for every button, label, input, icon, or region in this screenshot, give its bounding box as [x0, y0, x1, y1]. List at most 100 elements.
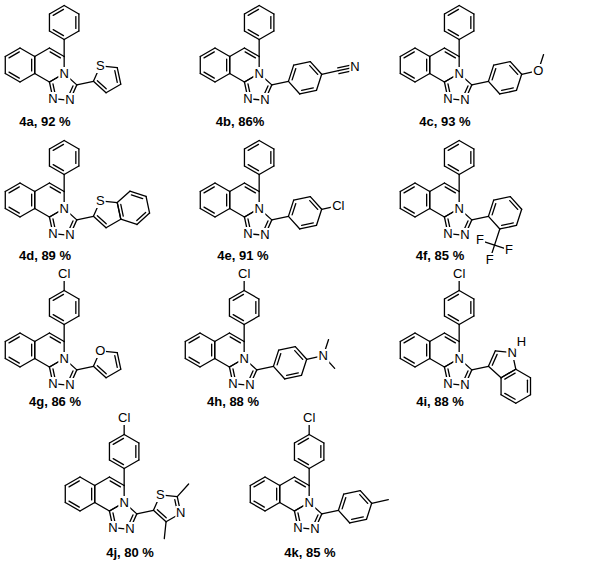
compound-label: 4g, 86 % [29, 395, 81, 409]
bond [310, 66, 318, 75]
bond [429, 57, 430, 74]
bond [323, 443, 324, 460]
bond [230, 209, 245, 218]
bond [400, 342, 401, 359]
atom-label: F [504, 243, 514, 257]
bond [34, 342, 35, 359]
bond [138, 443, 139, 460]
atom-label: O [94, 344, 106, 358]
bond [77, 216, 94, 220]
bond [200, 57, 201, 74]
atom-label: Cl [331, 199, 345, 213]
bond [488, 366, 501, 377]
bond [265, 477, 280, 486]
bond [426, 59, 427, 71]
bond [430, 333, 445, 342]
bond [259, 141, 274, 150]
bond [448, 144, 458, 150]
bond [9, 357, 19, 363]
atom-label: Cl [302, 411, 316, 425]
bond [20, 48, 35, 57]
bond [31, 59, 32, 71]
bond [459, 141, 474, 150]
atom-label: N [47, 92, 58, 106]
bond [200, 333, 215, 342]
bond [204, 207, 214, 213]
bond [164, 522, 166, 539]
compound-label: 4f, 85 % [416, 249, 464, 263]
bond [257, 366, 274, 370]
bond [93, 366, 106, 377]
bond [177, 484, 188, 497]
bond [146, 196, 150, 213]
compound-label: 4c, 93 % [419, 115, 470, 129]
bond [470, 152, 471, 164]
bond [115, 71, 117, 83]
bond [226, 59, 227, 71]
compound-label: 4b, 86% [216, 115, 264, 129]
bond [106, 219, 121, 228]
bond [530, 378, 531, 395]
atom-label: N [58, 67, 69, 81]
bond [93, 216, 106, 227]
bond [287, 373, 299, 375]
bond [459, 316, 474, 325]
bond [415, 48, 430, 57]
bond [75, 17, 76, 29]
bond [502, 88, 514, 90]
bond [309, 460, 324, 469]
bond [64, 31, 79, 40]
bond [214, 342, 215, 359]
bond [34, 342, 35, 359]
bond [229, 57, 230, 74]
bond [344, 491, 361, 495]
bond [510, 197, 521, 210]
atom-label: N [442, 227, 453, 241]
compound-label: 4j, 80 % [106, 546, 154, 560]
bond [505, 393, 515, 399]
bond [34, 57, 35, 74]
atom-label: N [259, 228, 270, 242]
atom-label: N [318, 349, 329, 363]
bond [20, 209, 35, 218]
bond [352, 517, 364, 519]
bond [97, 366, 106, 374]
bond [64, 316, 79, 325]
bond [233, 315, 243, 321]
bond [510, 201, 518, 210]
bond [459, 291, 474, 300]
bond [229, 299, 230, 316]
bond [64, 291, 79, 300]
bond [64, 40, 65, 57]
bond [75, 152, 76, 164]
compound-label: 4k, 85 % [284, 546, 335, 560]
bond [502, 223, 514, 225]
bond [110, 481, 120, 487]
bond [153, 510, 166, 521]
bond [31, 344, 32, 356]
bond [294, 62, 311, 66]
bond [94, 486, 95, 503]
bond [448, 9, 458, 15]
bond [472, 216, 489, 220]
bond [254, 481, 264, 487]
bond [265, 503, 280, 512]
atom-label: N [292, 521, 303, 535]
bond [294, 443, 295, 460]
bond [448, 30, 458, 36]
atom-label: S [155, 488, 166, 502]
bond [9, 207, 19, 213]
atom-label: Cl [117, 411, 131, 425]
atom-label: N [58, 202, 69, 216]
bond [64, 175, 65, 192]
bond [248, 165, 258, 171]
bond [459, 325, 460, 342]
bond [200, 359, 215, 368]
atom-label: N [118, 496, 129, 510]
atom-label: N [309, 522, 320, 536]
bond [360, 491, 371, 504]
bond [53, 144, 63, 150]
bond [444, 14, 445, 31]
bond [9, 187, 19, 193]
